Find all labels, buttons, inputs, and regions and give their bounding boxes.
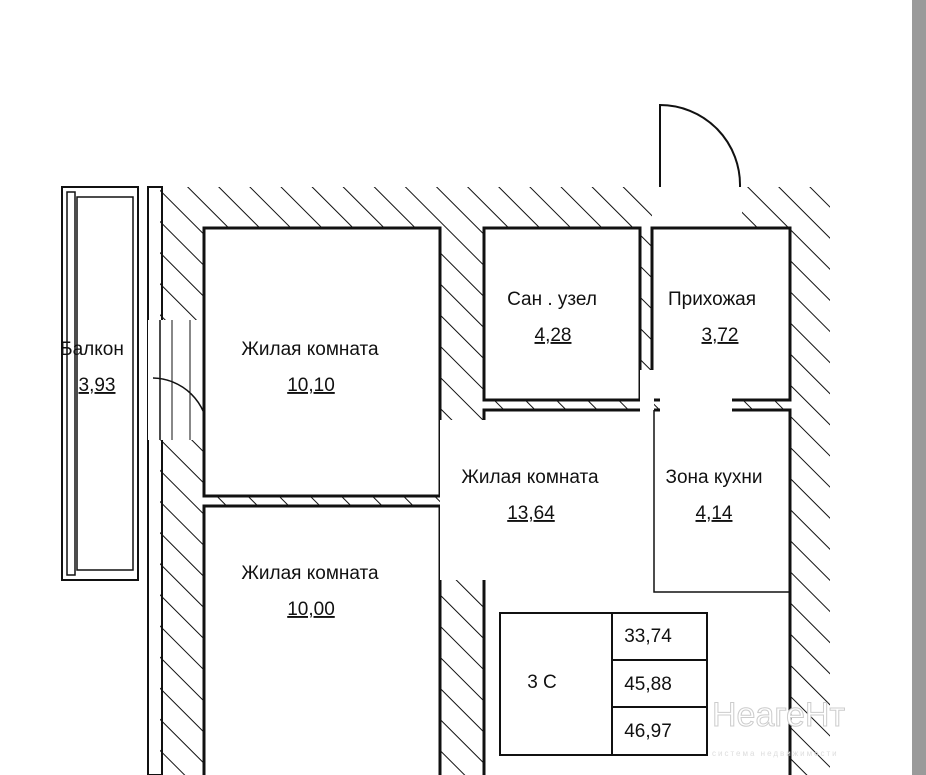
balcony [61,186,139,581]
balcony-wall [147,186,163,775]
hallway-area: 3,72 [702,325,739,346]
living3-label: Жилая комната [241,563,379,584]
watermark-tagline: система недвижимости [712,749,839,758]
living3-area: 10,00 [287,599,335,620]
apartment-type: 3 С [527,672,557,693]
balcony-label: Балкон [60,339,124,360]
living-area-value: 33,74 [624,626,672,647]
summary-table: 3 С 33,74 45,88 46,97 [499,612,708,756]
total-area-value: 45,88 [624,674,672,695]
balcony-area: 3,93 [79,375,116,396]
hallway-label: Прихожая [668,289,756,310]
balcony-door-opening [148,320,204,440]
living1-area: 10,10 [287,375,335,396]
kitchen-area: 4,14 [696,503,733,524]
watermark-logo: НеагеНт [712,696,845,734]
living2-label: Жилая комната [461,467,599,488]
scrollbar-edge [912,0,926,775]
kitchen-label: Зона кухни [665,467,762,488]
living1-label: Жилая комната [241,339,379,360]
bathroom-area: 4,28 [535,325,572,346]
room-living-1 [202,226,442,498]
bathroom-label: Сан . узел [507,289,597,310]
entry-door-icon [659,103,742,188]
living2-area: 13,64 [507,503,555,524]
kitchen-zone-line [653,410,790,593]
room-living-3 [202,504,442,775]
total-with-balcony-value: 46,97 [624,721,672,742]
room-hallway [650,226,792,402]
room-bathroom [482,226,642,402]
